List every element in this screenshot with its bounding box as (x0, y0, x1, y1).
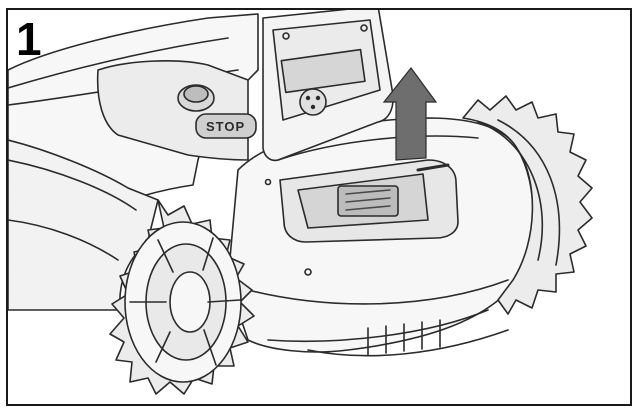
left-wheel (109, 199, 255, 395)
mower-illustration: STOP (8, 10, 593, 395)
stop-button (195, 113, 257, 139)
bottom-vents (307, 319, 509, 357)
right-wheel (462, 95, 593, 315)
step-number: 1 (16, 13, 42, 65)
mower-left-shell (8, 139, 159, 311)
stop-button-label: STOP (206, 119, 245, 134)
illustration-frame: 1 STOP (6, 8, 632, 406)
plug-socket-icon (299, 88, 327, 116)
up-arrow-icon (382, 67, 438, 161)
